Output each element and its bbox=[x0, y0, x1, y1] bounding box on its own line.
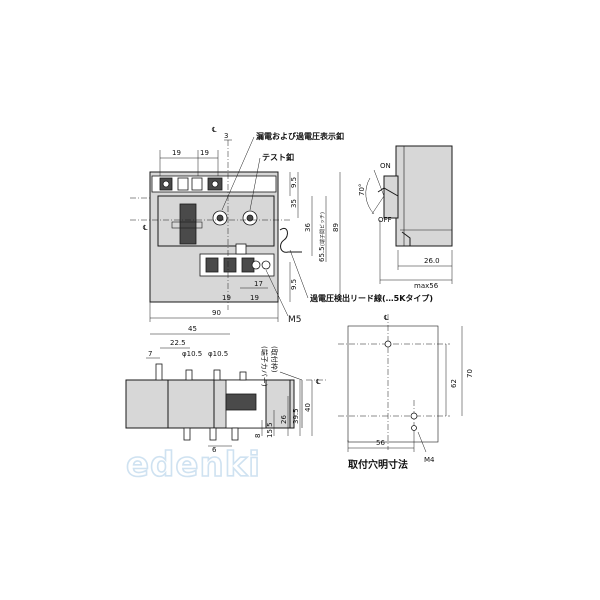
terminal-pitch-note: (端子間ピッチ) bbox=[319, 212, 326, 246]
dim-8: 8 bbox=[254, 434, 262, 438]
side-view: ON OFF 70° 26.0 max56 bbox=[358, 145, 453, 290]
terminal-cover-note: (端子カバー) bbox=[260, 346, 269, 387]
mounting-frame-note: (取付枠) bbox=[270, 346, 279, 373]
centerline-left-symbol: ℄ bbox=[143, 224, 148, 232]
side-handle bbox=[377, 187, 399, 197]
dim-39-5: 39.5 bbox=[292, 408, 300, 424]
mounting-hole-view: ℄ 62 70 56 M4 取付穴明寸法 bbox=[338, 314, 474, 471]
dim-7: 7 bbox=[148, 350, 152, 358]
dim-9-5-top: 9.5 bbox=[290, 177, 298, 188]
angle-label: 70° bbox=[358, 184, 366, 196]
centerline-mount-symbol: ℄ bbox=[384, 314, 389, 322]
dim-89: 89 bbox=[332, 223, 340, 232]
centerline-lower-symbol: ℄ bbox=[316, 378, 321, 386]
dim-26-0: 26.0 bbox=[424, 257, 440, 265]
dim-15-5: 15.5 bbox=[266, 422, 274, 438]
centerline-top-symbol: ℄ bbox=[212, 126, 217, 134]
dim-40: 40 bbox=[304, 403, 312, 412]
dim-45: 45 bbox=[188, 325, 197, 333]
dim-26: 26 bbox=[280, 415, 288, 424]
dim-6: 6 bbox=[212, 446, 217, 454]
dim-90: 90 bbox=[212, 309, 221, 317]
on-label: ON bbox=[380, 162, 391, 170]
dim-70: 70 bbox=[466, 369, 474, 378]
dim-19-d: 19 bbox=[250, 294, 259, 302]
dim-56: 56 bbox=[376, 439, 385, 447]
mount-hole-bottom bbox=[410, 412, 418, 420]
test-button-callout: テスト釦 bbox=[262, 152, 294, 162]
dim-62: 62 bbox=[450, 379, 458, 388]
front-view: 19 19 3 ℄ 9.5 35 36 65.5 (端子間ピッチ) 89 9.5… bbox=[130, 126, 433, 325]
dim-max56: max56 bbox=[414, 282, 439, 290]
dim-19-c: 19 bbox=[222, 294, 231, 302]
mounting-outline bbox=[347, 325, 439, 443]
dim-19-a: 19 bbox=[172, 149, 181, 157]
dim-35: 35 bbox=[290, 199, 298, 208]
screw-m5-label: M5 bbox=[288, 315, 302, 325]
watermark-logo: edenki bbox=[126, 445, 261, 485]
mounting-title: 取付穴明寸法 bbox=[348, 458, 408, 471]
dim-36: 36 bbox=[304, 223, 312, 232]
dim-22-5: 22.5 bbox=[170, 339, 186, 347]
handle bbox=[179, 203, 197, 245]
dim-3: 3 bbox=[224, 132, 228, 140]
mount-hole-top bbox=[384, 340, 392, 348]
dim-phi-2: φ10.5 bbox=[208, 350, 228, 358]
dim-9-5-bottom: 9.5 bbox=[290, 279, 298, 290]
dim-65-5: 65.5 bbox=[318, 246, 326, 262]
stud-left bbox=[155, 363, 163, 381]
side-body bbox=[395, 145, 453, 247]
lead-wire-callout: 過電圧検出リード線(…5Kタイプ) bbox=[309, 293, 433, 303]
dim-19-b: 19 bbox=[200, 149, 209, 157]
screw-m4-label: M4 bbox=[424, 456, 435, 464]
lead-wire bbox=[279, 227, 302, 253]
lower-view: 45 22.5 φ10.5 φ10.5 7 (端子カバー) (取付枠) 8 15… bbox=[125, 325, 326, 454]
dim-phi-1: φ10.5 bbox=[182, 350, 202, 358]
off-label: OFF bbox=[378, 216, 392, 224]
dim-17: 17 bbox=[254, 280, 263, 288]
indicator-button-callout: 漏電および過電圧表示釦 bbox=[256, 131, 344, 141]
